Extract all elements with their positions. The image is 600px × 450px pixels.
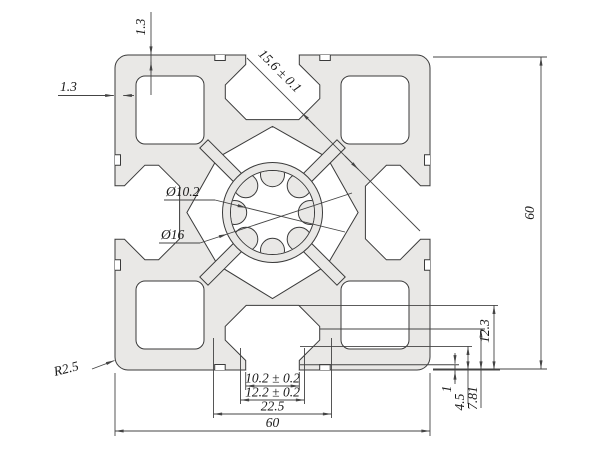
dim-wall-top-label: 1.3 xyxy=(133,18,148,35)
face-notch xyxy=(214,55,226,61)
leader-line xyxy=(199,233,228,244)
leader-line xyxy=(214,199,247,209)
dim-step-1-label: 1 xyxy=(439,386,454,393)
spline-tooth xyxy=(260,237,285,254)
dim-arrow-line xyxy=(301,112,316,127)
dim-slot-depth-stack: 12.3 7.81 4.5 1 xyxy=(299,304,500,410)
label-bore-large: Ø16 xyxy=(159,192,353,244)
corner-cavity xyxy=(135,280,205,350)
leader-line xyxy=(246,207,346,233)
face-notch xyxy=(424,259,431,271)
dim-wall-top: 1.3 xyxy=(133,12,153,95)
dim-step-781-label: 7.81 xyxy=(465,386,480,410)
dim-slot-depth-label: 12.3 xyxy=(477,319,492,343)
face-notch xyxy=(114,259,121,271)
dim-chamber-label: 22.5 xyxy=(261,399,285,414)
leader-line xyxy=(227,192,353,235)
face-notch xyxy=(319,55,331,61)
dim-height: 60 xyxy=(433,56,547,370)
dim-neck-label: 12.2 ± 0.2 xyxy=(245,385,300,400)
t-slot-cavity xyxy=(224,53,321,121)
corner-cavity xyxy=(340,280,410,350)
leader-line xyxy=(91,360,115,370)
face-notch xyxy=(214,364,226,371)
face-notch xyxy=(114,154,121,166)
dim-wall-left: 1.3 xyxy=(58,79,134,98)
dim-width-label: 60 xyxy=(266,415,280,430)
face-notch xyxy=(319,364,331,371)
dim-neck: 12.2 ± 0.2 xyxy=(240,348,305,404)
corner-cavity xyxy=(135,75,205,145)
label-bore-small: Ø10.2 xyxy=(164,184,346,233)
dim-corner-radius-label: R2.5 xyxy=(51,358,80,379)
face-notch xyxy=(424,154,431,166)
dim-step-45-label: 4.5 xyxy=(452,393,467,410)
dim-opening-label: 10.2 ± 0.2 xyxy=(245,371,300,386)
bore-large-label: Ø16 xyxy=(160,227,184,242)
dim-chamber: 22.5 xyxy=(213,338,332,418)
dim-wall-left-label: 1.3 xyxy=(60,79,77,94)
spline-tooth xyxy=(260,171,285,188)
dim-opening: 10.2 ± 0.2 xyxy=(245,371,300,390)
dim-corner-radius: R2.5 xyxy=(51,358,115,379)
dim-arrow-line xyxy=(344,155,359,170)
spline-tooth xyxy=(297,200,314,225)
slot-cavity-outline xyxy=(224,55,321,121)
corner-cavity xyxy=(340,75,410,145)
profile-cross-section xyxy=(113,53,432,372)
bore-small-label: Ø10.2 xyxy=(165,184,200,199)
dim-height-label: 60 xyxy=(522,206,537,220)
dim-width: 60 xyxy=(114,373,431,436)
dim-line xyxy=(246,57,421,232)
dimension-annotations: 1.3 1.3 15.6 ± 0.1 Ø10.2 Ø16 xyxy=(51,12,547,436)
